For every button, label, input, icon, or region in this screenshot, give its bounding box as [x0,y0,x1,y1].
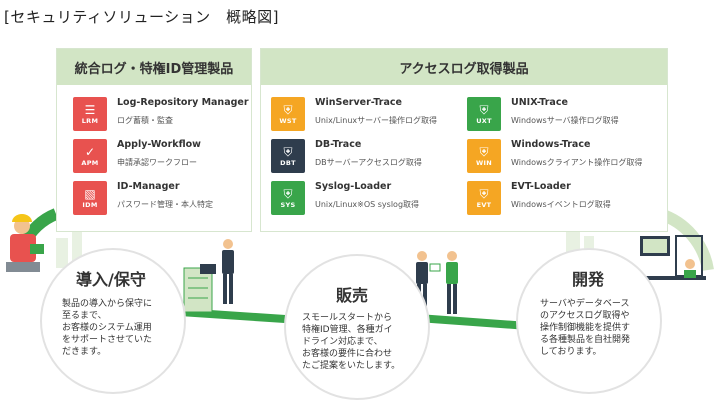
product-desc: ログ蓄積・監査 [117,116,173,125]
shield-icon: ⛨WST [271,97,305,131]
product-idm[interactable]: ▧IDM ID-Manager パスワード管理・本人特定 [73,181,213,215]
circle-title: 販売 [336,286,369,305]
sales-circle [284,254,430,400]
clipboard-icon: ✓APM [73,139,107,173]
panel-header: アクセスログ取得製品 [261,49,667,85]
circle-body: スモールスタートから 特権ID管理、各種ガイ ドライン対応まで、 お客様の要件に… [302,313,401,371]
product-lrm[interactable]: ☰LRM Log-Repository Manager ログ蓄積・監査 [73,97,249,131]
product-name: Syslog-Loader [315,181,392,192]
shield-icon: ⛨DBT [271,139,305,173]
product-win[interactable]: ⛨WIN Windows-Trace Windowsクライアント操作ログ取得 [467,139,642,173]
product-desc: 申請承認ワークフロー [117,158,197,167]
product-evt[interactable]: ⛨EVT EVT-Loader Windowsイベントログ取得 [467,181,611,215]
product-name: EVT-Loader [511,181,571,192]
access-log-panel: アクセスログ取得製品 ⛨WST WinServer-Trace Unix/Lin… [260,48,668,232]
panel-header: 統合ログ・特権ID管理製品 [57,49,251,85]
shield-icon: ⛨UXT [467,97,501,131]
product-uxt[interactable]: ⛨UXT UNIX-Trace Windowsサーバ操作ログ取得 [467,97,619,131]
circle-body: 製品の導入から保守に 至るまで、 お客様のシステム運用 をサポートさせていた だ… [62,299,153,357]
product-name: ID-Manager [117,181,180,192]
developer-illustration [640,235,706,280]
document-icon: ☰LRM [73,97,107,131]
circle-title: 導入/保守 [76,270,146,289]
product-desc: Unix/Linux※OS syslog取得 [315,200,420,209]
product-dbt[interactable]: ⛨DBT DB-Trace DBサーバーアクセスログ取得 [271,139,422,173]
integrated-log-panel: 統合ログ・特権ID管理製品 ☰LRM Log-Repository Manage… [56,48,252,232]
shield-icon: ⛨SYS [271,181,305,215]
product-name: Apply-Workflow [117,139,201,150]
product-desc: Windowsクライアント操作ログ取得 [511,158,643,167]
product-desc: DBサーバーアクセスログ取得 [315,158,422,167]
maintenance-circle [40,248,186,394]
server-rack-illustration [183,264,216,313]
id-card-icon: ▧IDM [73,181,107,215]
shield-icon: ⛨EVT [467,181,501,215]
circle-body: サーバやデータベース のアクセスログ取得や 操作制御機能を提供す る各種製品を自… [540,299,631,357]
person-illustration [222,239,234,304]
product-apm[interactable]: ✓APM Apply-Workflow 申請承認ワークフロー [73,139,201,173]
product-name: Windows-Trace [511,139,591,150]
product-name: UNIX-Trace [511,97,568,108]
product-sys[interactable]: ⛨SYS Syslog-Loader Unix/Linux※OS syslog取… [271,181,419,215]
product-desc: Windowsサーバ操作ログ取得 [511,116,619,125]
product-wst[interactable]: ⛨WST WinServer-Trace Unix/Linuxサーバー操作ログ取… [271,97,437,131]
shield-icon: ⛨WIN [467,139,501,173]
product-name: WinServer-Trace [315,97,402,108]
circle-title: 開発 [572,270,605,289]
product-desc: Unix/Linuxサーバー操作ログ取得 [315,116,438,125]
product-name: Log-Repository Manager [117,97,249,108]
page-title: [セキュリティソリューション 概略図] [4,8,280,26]
product-name: DB-Trace [315,139,362,150]
product-desc: Windowsイベントログ取得 [511,200,611,209]
product-desc: パスワード管理・本人特定 [117,200,213,209]
development-circle [516,248,662,394]
worker-illustration [6,214,44,272]
